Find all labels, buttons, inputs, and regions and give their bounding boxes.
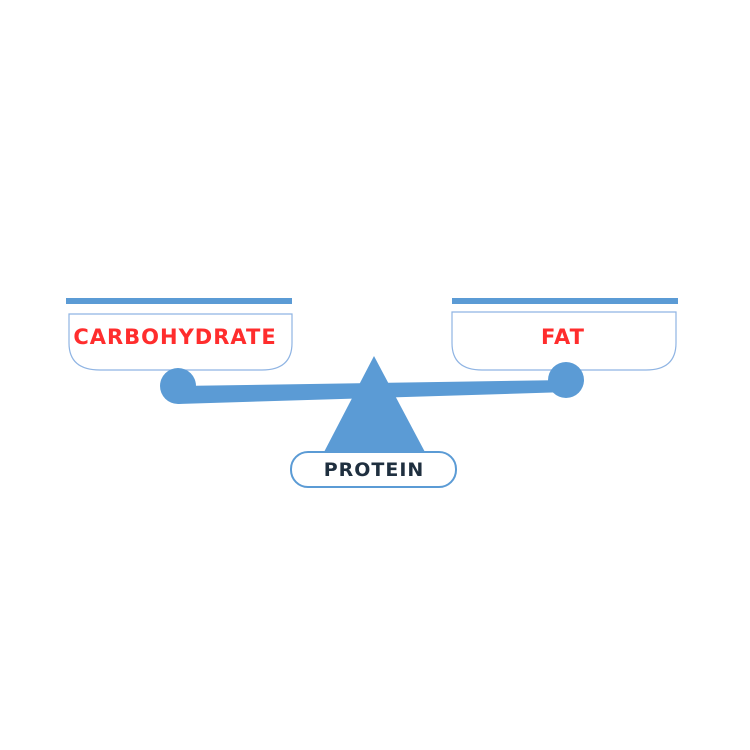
right-pan: FAT [451, 298, 678, 371]
right-pan-top-bar [452, 298, 678, 304]
left-pan-label: CARBOHYDRATE [73, 325, 276, 349]
left-pan-bowl [68, 313, 293, 371]
right-pan-label: FAT [541, 325, 585, 349]
left-pan: CARBOHYDRATE [66, 298, 293, 371]
base-pill [290, 451, 457, 488]
base: PROTEIN [290, 451, 457, 488]
left-beam-knob [160, 368, 196, 404]
right-pan-bowl [451, 311, 677, 371]
right-beam-knob [548, 362, 584, 398]
base-label: PROTEIN [324, 459, 425, 481]
fulcrum-triangle [323, 356, 426, 454]
left-pan-top-bar [66, 298, 292, 304]
